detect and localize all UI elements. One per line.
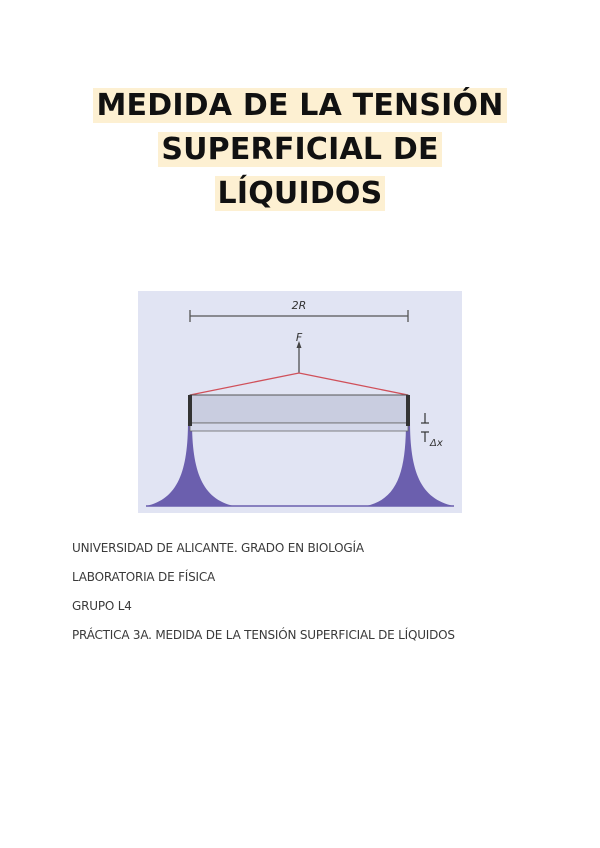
delta-x-label: Δx <box>429 438 443 449</box>
document-info: UNIVERSIDAD DE ALICANTE. GRADO EN BIOLOG… <box>72 540 552 656</box>
title-text-3: LÍQUIDOS <box>214 176 386 211</box>
title-text-2: SUPERFICIAL DE <box>158 132 442 167</box>
surface-tension-ring-diagram: 2R F Δx <box>138 291 462 513</box>
left-meniscus <box>146 421 234 506</box>
document-title: MEDIDA DE LA TENSIÓN SUPERFICIAL DE LÍQU… <box>0 84 600 216</box>
university-line: UNIVERSIDAD DE ALICANTE. GRADO EN BIOLOG… <box>72 541 364 555</box>
force-label: F <box>296 331 303 344</box>
suspension-strings <box>189 372 409 396</box>
title-line-3: LÍQUIDOS <box>0 172 600 216</box>
lab-line: LABORATORIA DE FÍSICA <box>72 570 216 584</box>
ring-displacement-band <box>189 422 409 432</box>
practice-line: PRÁCTICA 3A. MEDIDA DE LA TENSIÓN SUPERF… <box>72 628 455 642</box>
diameter-label: 2R <box>292 299 307 312</box>
force-arrow-head-icon <box>296 341 302 348</box>
title-text-1: MEDIDA DE LA TENSIÓN <box>93 88 507 123</box>
title-line-1: MEDIDA DE LA TENSIÓN <box>0 84 600 128</box>
ring-body <box>189 394 409 424</box>
right-meniscus <box>366 421 454 506</box>
title-line-2: SUPERFICIAL DE <box>0 128 600 172</box>
ring-left-wall <box>188 395 192 426</box>
ring-diagram-svg: 2R F Δx <box>146 299 454 507</box>
ring-right-wall <box>406 395 410 426</box>
group-line: GRUPO L4 <box>72 599 132 613</box>
